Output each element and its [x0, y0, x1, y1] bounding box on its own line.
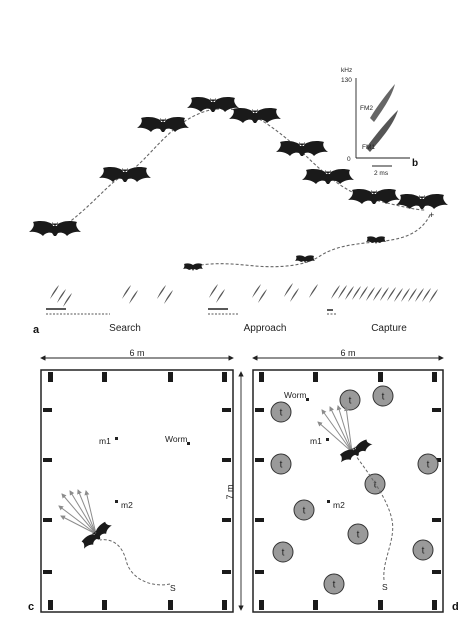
- call-sequence: [46, 283, 438, 315]
- bat-path: [99, 539, 171, 586]
- bat-small: [295, 255, 315, 263]
- room-d-height: 7 m: [225, 484, 235, 499]
- room-d-start: S: [382, 582, 388, 592]
- room-d-m2: m2: [333, 500, 345, 510]
- target-circle: [270, 401, 292, 423]
- bat-silhouette: [229, 108, 281, 123]
- target-circle: [417, 453, 439, 475]
- fm1-label: FM1: [362, 144, 375, 151]
- panel-a-flight: +: [29, 97, 448, 271]
- target-group: t t t t t t t t t t t: [270, 385, 439, 595]
- target-label: t: [303, 506, 306, 517]
- panel-b-spectrogram: kHz 130 0 FM2 FM1 2 ms b: [341, 67, 418, 177]
- panel-label-d: d: [452, 601, 459, 613]
- target-label: t: [280, 408, 283, 419]
- phase-label-capture: Capture: [371, 323, 407, 334]
- room-d-m1: m1: [310, 436, 322, 446]
- worm-marker: [306, 398, 309, 401]
- phase-label-approach: Approach: [244, 323, 287, 334]
- microphone-mounts: [43, 372, 231, 610]
- harmonic-fm2: [370, 84, 395, 122]
- target-label: t: [374, 480, 377, 491]
- panel-label-a: a: [33, 324, 40, 336]
- room-c-wall: [40, 369, 234, 613]
- room-d-wall: [252, 369, 444, 613]
- bat-silhouette: [337, 437, 374, 465]
- spectrogram-y-min: 0: [347, 156, 351, 163]
- room-c-worm: Worm: [165, 434, 188, 444]
- target-label: t: [382, 392, 385, 403]
- prey-mark: +: [429, 210, 434, 220]
- room-c-width: 6 m: [129, 348, 144, 358]
- flight-path-lower: [194, 214, 431, 268]
- target-circle: [323, 573, 345, 595]
- fm2-label: FM2: [360, 105, 373, 112]
- capture-calls: [331, 285, 438, 303]
- panel-label-b: b: [412, 158, 418, 169]
- target-label: t: [427, 460, 430, 471]
- target-label: t: [349, 396, 352, 407]
- target-circle: [272, 541, 294, 563]
- target-label: t: [357, 530, 360, 541]
- panel-c-room: 6 m m1 Worm m2 S c: [28, 348, 234, 613]
- mic-m2-marker: [327, 500, 330, 503]
- worm-marker: [187, 442, 190, 445]
- bat-silhouette: [137, 117, 189, 132]
- bat-silhouette: [276, 141, 328, 156]
- room-d-width: 6 m: [340, 348, 355, 358]
- target-circle: [412, 539, 434, 561]
- room-c-m1: m1: [99, 436, 111, 446]
- target-circle: [372, 385, 394, 407]
- target-circle: [339, 389, 361, 411]
- target-circle: [347, 523, 369, 545]
- panel-label-c: c: [28, 601, 34, 613]
- phase-label-search: Search: [109, 323, 141, 334]
- mic-m1-marker: [115, 437, 118, 440]
- harmonic-fm1: [366, 110, 398, 152]
- mic-m1-marker: [326, 438, 329, 441]
- sonar-beam: [58, 489, 97, 535]
- target-circle: [270, 453, 292, 475]
- bat-silhouette: [348, 189, 400, 204]
- target-label: t: [280, 460, 283, 471]
- target-label: t: [422, 546, 425, 557]
- spectrogram-unit: kHz: [341, 67, 352, 74]
- spectrogram-y-max: 130: [341, 77, 352, 84]
- target-label: t: [333, 580, 336, 591]
- approach-calls: [209, 283, 318, 303]
- room-c-start: S: [170, 583, 176, 593]
- room-c-m2: m2: [121, 500, 133, 510]
- bat-silhouette: [302, 169, 354, 184]
- bat-silhouette: [79, 519, 114, 551]
- sonar-beam: [317, 405, 353, 453]
- room-d-worm: Worm: [284, 390, 307, 400]
- time-scale-label: 2 ms: [374, 170, 389, 177]
- bat-silhouette: [99, 167, 151, 182]
- target-circle: [293, 499, 315, 521]
- mic-m2-marker: [115, 500, 118, 503]
- search-calls: [50, 285, 173, 307]
- bat-path: [355, 455, 394, 581]
- bat-small: [183, 263, 203, 271]
- panel-d-room: 6 m 7 m t t t t t t t t t t t Worm m1 m2 S d: [225, 348, 459, 613]
- target-label: t: [282, 548, 285, 559]
- bat-silhouette: [29, 221, 81, 236]
